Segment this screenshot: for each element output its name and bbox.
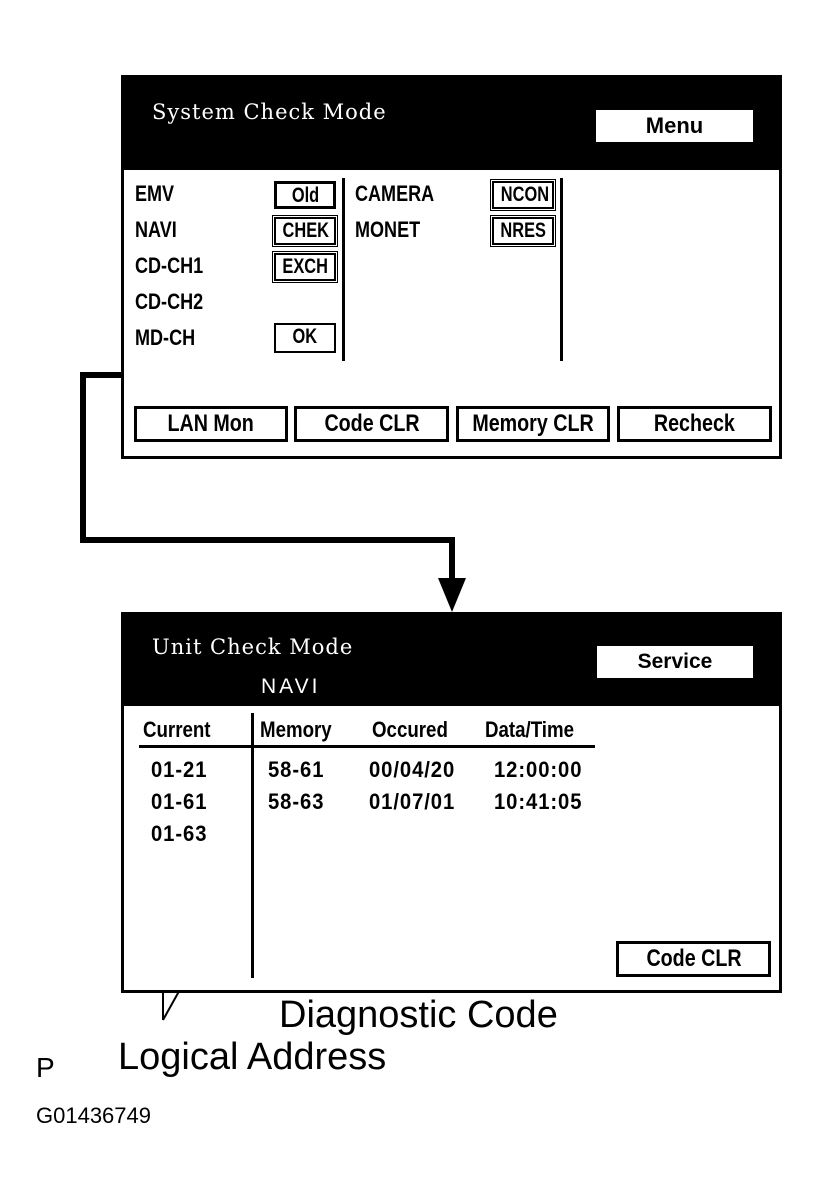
unit-check-unit: NAVI [261,675,321,698]
divider-left [342,178,345,361]
unit-label-emv: EMV [135,181,175,206]
memory-code-2: 58-63 [268,789,325,814]
column-header-occured: Occured [372,717,448,742]
column-header-current: Current [143,717,211,742]
column-header-memory: Memory [260,717,332,742]
memory-clr-button[interactable]: Memory CLR [456,406,610,442]
unit-label-camera: CAMERA [355,181,435,206]
datetime-1: 12:00:00 [494,757,583,782]
lan-mon-button[interactable]: LAN Mon [134,406,288,442]
column-header-datetime: Data/Time [485,717,575,742]
system-check-titlebar: System Check Mode Menu [124,78,779,170]
diagnostic-code-label: Diagnostic Code [279,994,558,1036]
status-cd-ch1[interactable]: EXCH [272,251,338,283]
divider-right [560,178,563,361]
memory-code-1: 58-61 [268,757,325,782]
status-emv[interactable]: Old [274,181,336,209]
arrow-head [438,578,466,612]
figure-id: G01436749 [36,1103,151,1128]
status-md-ch[interactable]: OK [274,323,336,353]
status-camera[interactable]: NCON [490,179,556,211]
logical-address-label: Logical Address [118,1036,387,1078]
unit-check-titlebar: Unit Check Mode NAVI Service [124,615,779,706]
status-monet[interactable]: NRES [490,215,556,247]
figure-letter: P [36,1052,55,1083]
unit-label-cd-ch1: CD-CH1 [135,253,204,278]
system-check-screen: System Check Mode Menu EMV NAVI CD-CH1 C… [121,75,782,459]
occured-date-1: 00/04/20 [369,757,456,782]
unit-label-cd-ch2: CD-CH2 [135,289,204,314]
occured-date-2: 01/07/01 [369,789,456,814]
recheck-button[interactable]: Recheck [617,406,772,442]
service-button[interactable]: Service [597,646,753,678]
datetime-2: 10:41:05 [494,789,583,814]
unit-code-clr-button[interactable]: Code CLR [616,941,771,977]
current-code-1: 01-21 [151,757,208,782]
current-code-2: 01-61 [151,789,208,814]
system-check-title: System Check Mode [152,100,387,124]
current-code-3: 01-63 [151,821,208,846]
unit-label-md-ch: MD-CH [135,325,196,350]
current-divider [251,713,254,978]
status-navi[interactable]: CHEK [272,215,338,247]
unit-label-monet: MONET [355,217,421,242]
header-underline [139,745,595,748]
unit-label-navi: NAVI [135,217,177,242]
unit-check-screen: Unit Check Mode NAVI Service Current Mem… [121,612,782,993]
unit-check-title: Unit Check Mode [152,635,354,659]
code-clr-button[interactable]: Code CLR [294,406,449,442]
menu-button[interactable]: Menu [596,110,753,142]
